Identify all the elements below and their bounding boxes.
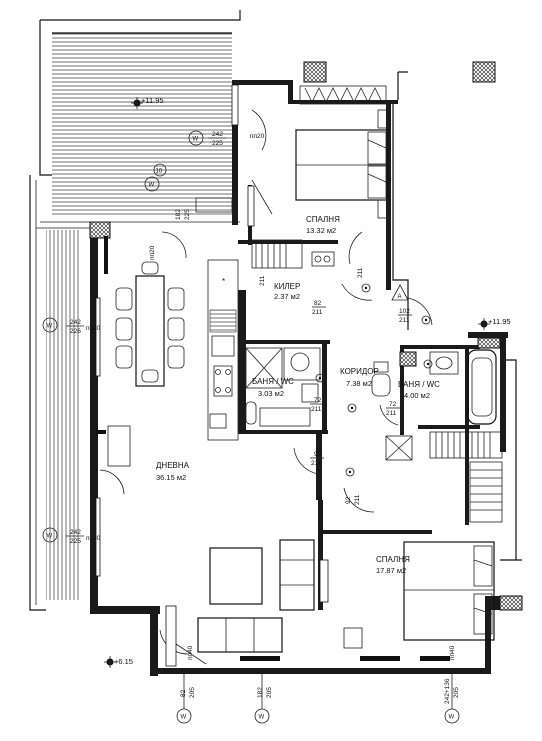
window-tag-1: 242 225 пп20 (208, 131, 265, 147)
door-tag-6: 92 211 (345, 494, 361, 505)
door-tag-v2: 211 (259, 275, 266, 286)
window-tag-2: 242 226 пп20 (66, 319, 101, 335)
pn40-left-tag: пп40 (187, 645, 194, 660)
door-tag-4: 72 211 (386, 401, 400, 417)
window-tag-3-top: 242 (70, 529, 81, 536)
living-door-tag: пп20 (149, 245, 156, 260)
w-marker-4: W (47, 534, 53, 540)
column-c (477, 337, 501, 349)
wardrobe-upper (299, 85, 387, 105)
room-name-bathroom-1: БАНЯ / WC (252, 377, 294, 386)
bottom-tag-c-bottom: 205 (453, 687, 460, 698)
window-tag-1-top: 242 (212, 131, 223, 138)
window-tag-3: 242 225 пп20 (66, 529, 101, 545)
level-marker-1: +11.95 (131, 96, 164, 109)
bottom-tag-b-top: 182 (257, 687, 264, 698)
level-text-3: +6.15 (114, 657, 133, 666)
room-area-bathroom-2: 4.00 м2 (404, 391, 430, 400)
room-name-bedroom-1: СПАЛНЯ (306, 215, 340, 224)
door-tag-2-bottom: 211 (399, 317, 410, 324)
bed-lower (343, 541, 495, 649)
door-tag-1: 82 211 (312, 300, 326, 316)
room-area-bedroom-1: 13.32 м2 (306, 226, 336, 235)
door-tag-5: 92 211 (310, 451, 324, 467)
stairs-small (251, 239, 335, 269)
level-text-2: +11.95 (488, 317, 511, 326)
door-tag-6-bottom: 211 (354, 494, 361, 505)
door-tag-2: 102 211 (398, 308, 412, 324)
door-tag-4-top: 72 (389, 401, 397, 408)
level-marker-3: +6.15 (104, 656, 133, 668)
bathroom-1-fixtures (245, 347, 321, 427)
planter-left (104, 236, 108, 274)
bottom-tag-a-bottom: 205 (189, 687, 196, 698)
column-b (472, 61, 496, 83)
column-f (89, 221, 111, 239)
column-d (399, 351, 417, 367)
window-tag-3-bottom: 225 (70, 538, 81, 545)
terrace-upper (39, 10, 241, 217)
door-tag-2-top: 102 (399, 308, 410, 315)
window-tag-2-top: 242 (70, 319, 81, 326)
door-tag-5-bottom: 211 (311, 460, 322, 467)
pn40-right-tag: пп40 (449, 645, 456, 660)
room-area-living: 36.15 м2 (156, 473, 186, 482)
window-tag-1-bottom: 225 (212, 140, 223, 147)
window-tag-2-extra: пп20 (86, 325, 101, 332)
dining-table (115, 261, 185, 387)
door-tag-1-top: 82 (314, 300, 322, 307)
level-marker-2: +11.95 (478, 317, 511, 330)
door-tag-6-top: 92 (345, 496, 352, 504)
bathroom-2-fixtures (371, 349, 497, 461)
window-tag-1-extra: пп20 (250, 133, 265, 140)
w-marker-7: W (449, 715, 455, 721)
room-name-living: ДНЕВНА (156, 461, 190, 470)
door-tag-4-bottom: 211 (386, 410, 397, 417)
room-name-storage: КИЛЕР (274, 282, 300, 291)
room-area-bedroom-2: 17.87 м2 (376, 566, 406, 575)
room-area-corridor: 7.38 м2 (346, 379, 372, 388)
door-tag-1-bottom: 211 (312, 309, 323, 316)
warning-letter: A (398, 294, 402, 300)
w-marker-1: W (193, 137, 199, 143)
window-tag-2-bottom: 226 (70, 328, 81, 335)
balcony-door-tag-a: 182 (175, 209, 182, 220)
warning-triangle: A (391, 284, 409, 301)
windows (95, 84, 450, 667)
room-area-bathroom-1: 3.03 м2 (258, 389, 284, 398)
fixture-circles (315, 283, 433, 477)
w-marker-3: W (47, 324, 53, 330)
door-tag-5-top: 92 (314, 451, 322, 458)
bottom-tag-a-top: 82 (180, 689, 187, 697)
door-tag-v1: 211 (357, 267, 364, 278)
room-name-bathroom-2: БАНЯ / WC (398, 380, 440, 389)
bottom-tag-b-bottom: 205 (266, 687, 273, 698)
door-tag-3-top: 72 (314, 397, 322, 404)
window-tag-3-extra: пп20 (86, 535, 101, 542)
w-marker-6: W (259, 715, 265, 721)
column-e (499, 595, 523, 611)
room-name-corridor: КОРИДОР (340, 367, 379, 376)
room-area-storage: 2.37 м2 (274, 292, 300, 301)
bed-upper (295, 109, 389, 219)
column-a (303, 61, 327, 83)
room-name-bedroom-2: СПАЛНЯ (376, 555, 410, 564)
door-tag-3-bottom: 211 (311, 406, 322, 413)
living-furniture (96, 425, 315, 653)
star-symbol: * (222, 277, 225, 286)
circle-number: 10 (156, 169, 163, 175)
door-tag-3: 72 211 (310, 397, 324, 413)
terrace-lower (29, 175, 240, 611)
terrace-bench (195, 197, 233, 213)
stairs-right (429, 431, 503, 523)
balcony-door-tag-b: 225 (184, 209, 191, 220)
w-marker-2: W (149, 183, 155, 189)
bottom-tag-c-top: 242+136 (444, 678, 451, 704)
w-marker-5: W (181, 715, 187, 721)
level-text-1: +11.95 (141, 96, 164, 105)
window-markers: W W 10 W W W W W (42, 130, 460, 724)
kitchen (207, 259, 239, 441)
